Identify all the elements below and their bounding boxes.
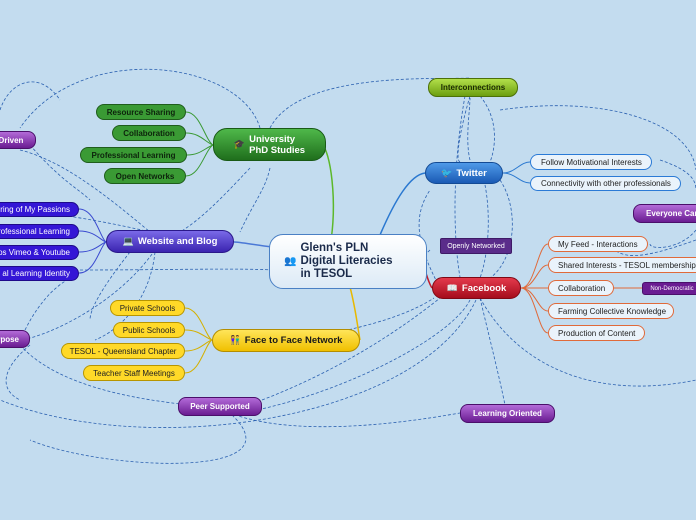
face-label: Face to Face Network (244, 335, 343, 346)
website-child-professional-learning[interactable]: rofessional Learning (0, 224, 79, 239)
twitter-child-motivational[interactable]: Follow Motivational Interests (530, 154, 652, 170)
central-topic[interactable]: 👥 Glenn's PLN Digital Literacies in TESO… (269, 234, 427, 289)
everyone-can-node[interactable]: Everyone Can (633, 204, 696, 223)
driven-node[interactable]: Driven (0, 131, 36, 149)
website-child-passions[interactable]: ring of My Passions (0, 202, 79, 217)
university-node[interactable]: 🎓 University PhD Studies (213, 128, 326, 161)
central-line-1: Glenn's PLN (300, 242, 369, 254)
face-child-public-schools[interactable]: Public Schools (113, 322, 185, 338)
face-node[interactable]: 👫 Face to Face Network (212, 329, 360, 352)
non-democratic-tag[interactable]: Non-Democratic (642, 282, 696, 295)
people-icon: 👥 (284, 256, 297, 267)
central-line-2: Digital Literacies (300, 255, 393, 267)
face-child-private-schools[interactable]: Private Schools (110, 300, 185, 316)
university-child-resource-sharing[interactable]: Resource Sharing (96, 104, 186, 120)
book-icon: 📖 (446, 282, 458, 293)
purpose-node[interactable]: rpose (0, 330, 30, 348)
meeting-icon: 👫 (229, 335, 241, 345)
website-node[interactable]: 💻 Website and Blog (106, 230, 234, 253)
bird-icon: 🐦 (441, 167, 453, 178)
facebook-child-my-feed[interactable]: My Feed - Interactions (548, 236, 648, 252)
facebook-node[interactable]: 📖 Facebook (432, 277, 521, 299)
university-child-collaboration[interactable]: Collaboration (112, 125, 186, 141)
university-line-2: PhD Studies (249, 144, 306, 156)
facebook-child-collaboration[interactable]: Collaboration (548, 280, 614, 296)
interconnections-node[interactable]: Interconnections (428, 78, 518, 97)
face-child-tesol-queensland[interactable]: TESOL - Queensland Chapter (61, 343, 185, 359)
openly-networked-node[interactable]: Openly Networked (440, 238, 512, 254)
graduate-icon: 🎓 (233, 139, 246, 149)
central-line-3: in TESOL (300, 268, 353, 280)
laptop-icon: 💻 (122, 236, 134, 246)
university-child-open-networks[interactable]: Open Networks (104, 168, 186, 184)
website-child-learning-identity[interactable]: al Learning Identity (0, 266, 79, 281)
peer-supported-node[interactable]: Peer Supported (178, 397, 262, 416)
twitter-child-connectivity[interactable]: Connectivity with other professionals (530, 176, 681, 191)
website-child-vimeo-youtube[interactable]: os Vimeo & Youtube (0, 245, 79, 260)
facebook-label: Facebook (461, 282, 507, 294)
face-child-staff-meetings[interactable]: Teacher Staff Meetings (83, 365, 185, 381)
university-child-professional-learning[interactable]: Professional Learning (80, 147, 187, 163)
facebook-child-production[interactable]: Production of Content (548, 325, 645, 341)
facebook-child-shared-interests[interactable]: Shared Interests - TESOL membership (548, 257, 696, 273)
learning-oriented-node[interactable]: Learning Oriented (460, 404, 555, 423)
website-label: Website and Blog (137, 236, 218, 247)
twitter-label: Twitter (456, 167, 487, 179)
twitter-node[interactable]: 🐦 Twitter (425, 162, 503, 184)
university-line-1: University (249, 133, 296, 145)
facebook-child-farming[interactable]: Farming Collective Knowledge (548, 303, 674, 319)
